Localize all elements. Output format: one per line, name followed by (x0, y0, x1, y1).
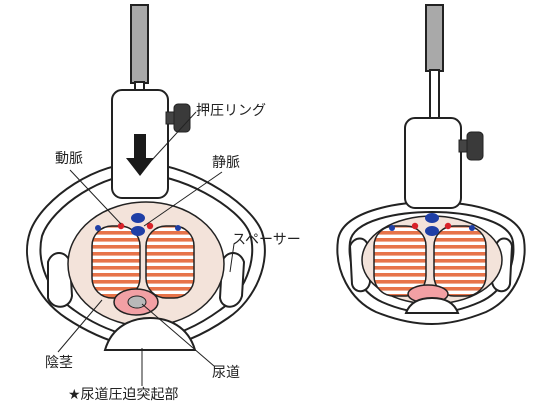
right-device (336, 4, 526, 326)
right-artery-1 (411, 222, 419, 230)
right-ring-block (404, 117, 462, 209)
left-device (26, 4, 266, 386)
right-dorsal-vein-mid (425, 226, 439, 236)
left-corpus-right (145, 225, 195, 299)
leader-urethra (141, 303, 215, 367)
left-spacer-right (218, 252, 246, 308)
right-dorsal-vein-top (425, 213, 439, 223)
right-artery-2 (444, 222, 452, 230)
left-dorsal-vein-mid (131, 226, 145, 236)
left-dorsal-vein-top (131, 213, 145, 223)
label-compression-ring: 押圧リング (196, 103, 266, 119)
right-compression-bump (404, 296, 460, 314)
right-corpus-left (373, 225, 427, 297)
label-penis: 陰茎 (45, 355, 73, 371)
leader-ring (151, 111, 197, 161)
label-artery: 動脈 (55, 151, 83, 167)
label-urethral-compression-site: ★尿道圧迫突起部 (68, 387, 179, 403)
right-vein-small-2 (469, 225, 475, 231)
leader-penis (57, 299, 103, 353)
left-corpus-left (91, 225, 141, 299)
right-knob (466, 131, 484, 161)
right-corpus-right (433, 225, 487, 297)
leader-artery (69, 169, 122, 225)
right-vein-small-1 (389, 225, 395, 231)
left-vein-small-1 (95, 225, 101, 231)
right-rod (425, 4, 444, 72)
left-rod (130, 4, 149, 84)
left-artery-2 (146, 222, 154, 230)
left-urethra-lumen (127, 295, 147, 309)
left-artery-1 (117, 222, 125, 230)
left-vein-small-2 (175, 225, 181, 231)
label-spacer: スペーサー (232, 232, 301, 248)
left-down-arrow (126, 134, 154, 176)
label-urethra: 尿道 (212, 365, 240, 381)
leader-vein (143, 171, 223, 227)
left-compression-bump (103, 316, 197, 351)
right-rod-lower (429, 69, 440, 121)
leader-spacer (229, 243, 235, 273)
left-spacer-left (47, 252, 74, 308)
label-vein: 静脈 (212, 155, 240, 171)
